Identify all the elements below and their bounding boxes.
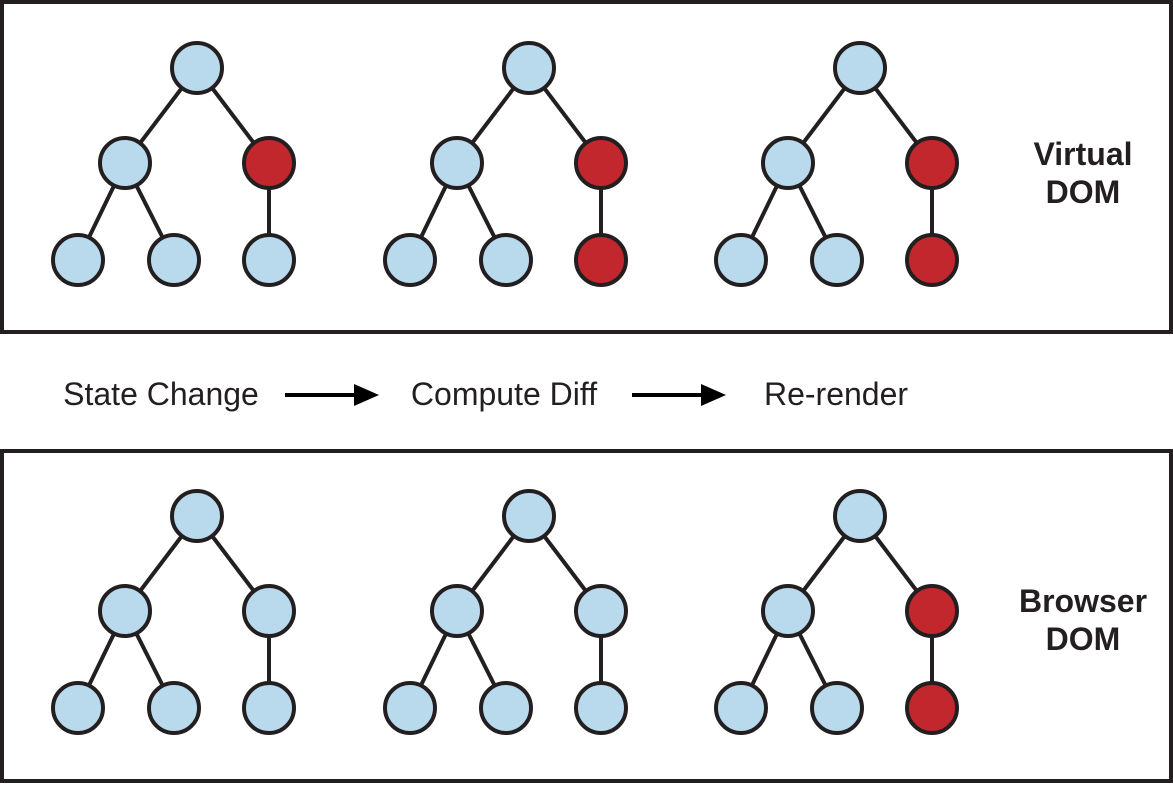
tree-node — [479, 233, 533, 287]
changed-node — [242, 136, 296, 190]
virtual-dom-tree-3 — [714, 41, 959, 287]
browser-dom-tree-2 — [383, 489, 628, 735]
tree-node — [430, 584, 484, 638]
virtual-dom-tree-2 — [383, 41, 628, 287]
tree-node — [810, 233, 864, 287]
tree-node — [242, 233, 296, 287]
tree-node — [761, 136, 815, 190]
changed-node — [905, 681, 959, 735]
changed-node — [905, 136, 959, 190]
tree-node — [833, 489, 887, 543]
virtual-dom-trees — [51, 41, 959, 287]
tree-node — [98, 584, 152, 638]
changed-node — [574, 136, 628, 190]
tree-node — [574, 584, 628, 638]
tree-node — [383, 681, 437, 735]
tree-node — [383, 233, 437, 287]
tree-node — [574, 681, 628, 735]
changed-node — [905, 584, 959, 638]
tree-node — [170, 489, 224, 543]
browser-dom-tree-3 — [714, 489, 959, 735]
tree-node — [502, 41, 556, 95]
virtual-dom-tree-1 — [51, 41, 296, 287]
arrow-right-icon — [285, 384, 379, 406]
browser-dom-tree-1 — [51, 489, 296, 735]
browser-dom-trees — [51, 489, 959, 735]
tree-node — [430, 136, 484, 190]
tree-node — [810, 681, 864, 735]
browser-dom-label-line-1: Browser — [1019, 583, 1147, 619]
step-label-compute-diff: Compute Diff — [411, 376, 597, 412]
virtual-dom-label-line-2: DOM — [1046, 174, 1121, 210]
tree-node — [51, 233, 105, 287]
tree-node — [147, 233, 201, 287]
tree-node — [761, 584, 815, 638]
step-label-state-change: State Change — [63, 376, 259, 412]
tree-node — [714, 681, 768, 735]
tree-node — [833, 41, 887, 95]
tree-node — [502, 489, 556, 543]
tree-node — [479, 681, 533, 735]
step-label-re-render: Re-render — [764, 376, 908, 412]
changed-node — [574, 233, 628, 287]
tree-node — [242, 681, 296, 735]
process-flow: State Change Compute Diff Re-render — [63, 376, 908, 412]
tree-node — [147, 681, 201, 735]
tree-node — [98, 136, 152, 190]
browser-dom-label-line-2: DOM — [1046, 621, 1121, 657]
tree-node — [170, 41, 224, 95]
virtual-dom-label-line-1: Virtual — [1034, 136, 1133, 172]
arrow-right-icon — [632, 384, 726, 406]
virtual-dom-panel: Virtual DOM — [0, 0, 1173, 334]
tree-node — [51, 681, 105, 735]
changed-node — [905, 233, 959, 287]
tree-node — [714, 233, 768, 287]
tree-node — [242, 584, 296, 638]
browser-dom-panel: Browser DOM — [0, 449, 1173, 783]
